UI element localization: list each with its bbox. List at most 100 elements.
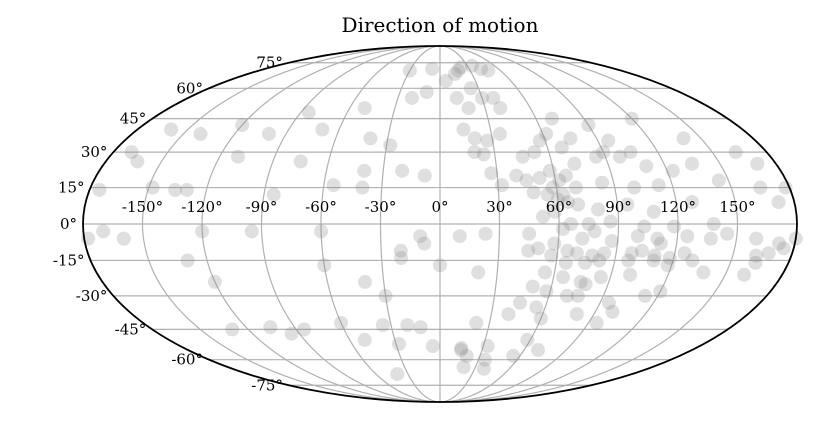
longitude-gridline	[439, 45, 620, 403]
data-point	[567, 156, 582, 171]
data-point	[404, 90, 419, 105]
data-point	[573, 274, 588, 289]
data-point	[749, 231, 764, 246]
data-point	[748, 255, 763, 270]
data-point	[634, 243, 649, 258]
lat-tick-label: -15°	[53, 251, 85, 269]
lat-tick-label: 0°	[60, 215, 77, 233]
data-point	[96, 224, 111, 239]
data-point	[595, 175, 610, 190]
data-point	[532, 133, 547, 148]
data-point	[378, 288, 393, 303]
data-point	[587, 224, 602, 239]
data-point	[771, 195, 786, 210]
data-point	[556, 187, 571, 202]
lat-tick-label: 60°	[176, 79, 203, 97]
data-point	[225, 322, 240, 337]
lon-tick-label: 0°	[431, 198, 448, 216]
longitude-gridline	[439, 45, 739, 403]
data-point	[402, 63, 417, 78]
data-point	[684, 156, 699, 171]
data-point	[480, 133, 495, 148]
data-point	[522, 226, 537, 241]
data-point	[447, 66, 462, 81]
data-point	[326, 178, 341, 193]
data-point	[545, 180, 560, 195]
longitude-gridline	[379, 45, 441, 403]
data-point	[536, 209, 551, 224]
data-point	[539, 284, 554, 299]
data-point	[235, 118, 250, 133]
data-point	[630, 229, 645, 244]
data-point	[456, 122, 471, 137]
data-point	[390, 367, 405, 382]
data-point	[261, 126, 276, 141]
data-point	[558, 168, 573, 183]
data-point	[519, 173, 534, 188]
data-point	[680, 229, 695, 244]
data-point	[569, 246, 584, 261]
lat-tick-label: -30°	[76, 287, 108, 305]
data-point	[547, 204, 562, 219]
data-point	[400, 318, 415, 333]
data-point	[467, 145, 482, 160]
longitude-gridline	[439, 45, 560, 403]
data-point	[475, 90, 490, 105]
lat-tick-label: -75°	[251, 376, 283, 394]
data-point	[506, 348, 521, 363]
data-point	[667, 219, 682, 234]
data-point	[558, 255, 573, 270]
data-point	[456, 360, 471, 375]
data-point	[317, 258, 332, 273]
data-point	[417, 168, 432, 183]
data-point	[556, 270, 571, 285]
data-point	[720, 226, 735, 241]
data-point	[537, 265, 552, 280]
data-point	[334, 315, 349, 330]
data-point	[592, 253, 607, 268]
data-point	[315, 122, 330, 137]
data-point	[624, 111, 639, 126]
data-point	[596, 145, 611, 160]
data-point	[578, 277, 593, 292]
longitude-gridline	[439, 45, 679, 403]
data-point	[605, 304, 620, 319]
data-point	[473, 61, 488, 76]
data-point	[357, 332, 372, 347]
data-point	[527, 145, 542, 160]
data-point	[750, 156, 765, 171]
data-point	[425, 339, 440, 354]
projection-boundary	[82, 45, 798, 403]
data-point	[749, 248, 764, 263]
data-point	[515, 149, 530, 164]
data-point	[179, 182, 194, 197]
data-point	[776, 241, 791, 256]
data-point	[540, 187, 555, 202]
lon-tick-label: 90°	[605, 198, 632, 216]
longitude-gridline	[320, 45, 441, 403]
data-point	[493, 101, 508, 116]
latitude-tick-labels: -75°-60°-45°-30°-15°0°15°30°45°60°75°	[53, 54, 283, 395]
data-point	[706, 217, 721, 231]
data-point	[469, 315, 484, 330]
data-point	[623, 267, 638, 282]
lon-tick-label: 120°	[660, 198, 696, 216]
lat-tick-label: 45°	[120, 110, 147, 128]
data-point	[393, 243, 408, 258]
data-point	[509, 168, 524, 183]
data-point	[639, 159, 654, 174]
data-point	[513, 295, 528, 310]
data-point	[520, 332, 535, 347]
data-point	[637, 219, 652, 234]
longitude-gridline	[439, 45, 501, 403]
data-point	[612, 149, 627, 164]
lat-tick-label: 75°	[256, 54, 283, 72]
lon-tick-label: -120°	[181, 198, 222, 216]
data-point	[231, 149, 246, 164]
data-point	[550, 192, 565, 207]
data-point	[471, 265, 486, 280]
data-point	[660, 258, 675, 273]
longitude-tick-labels: -150°-120°-90°-60°-30°0°30°60°90°120°150…	[122, 198, 756, 216]
data-point	[638, 288, 653, 303]
data-point	[413, 229, 428, 244]
